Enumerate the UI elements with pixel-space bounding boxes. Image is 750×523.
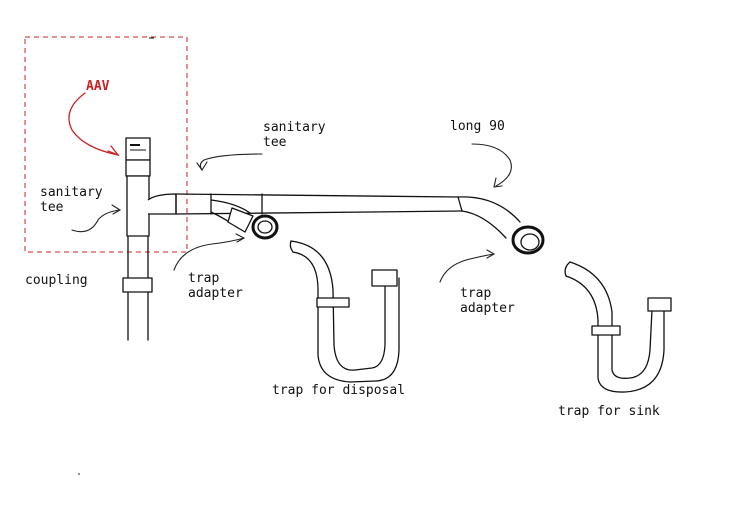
label-coupling: coupling	[25, 273, 88, 288]
aav-arrowhead	[107, 145, 120, 157]
long-90-arrow	[471, 143, 512, 187]
trap-adapter-left-arrowhead	[235, 233, 246, 243]
aav-highlight-box	[24, 36, 188, 253]
label-aav: AAV	[86, 79, 110, 94]
label-sanitary-tee-top-line2: tee	[263, 135, 287, 150]
label-trap-adapter-right-line1: trap	[460, 286, 491, 301]
label-sanitary-tee-left-line2: tee	[40, 200, 64, 215]
label-sanitary-tee-left-line1: sanitary	[40, 185, 103, 200]
horizontal-drain-pipe	[175, 193, 463, 215]
sanitary-tee-left-arrowhead	[111, 204, 122, 215]
trap-for-disposal	[289, 240, 400, 383]
label-trap-adapter-right-line2: adapter	[460, 301, 515, 316]
label-sanitary-tee-top-line1: sanitary	[263, 120, 326, 135]
label-trap-adapter-left-line1: trap	[188, 271, 219, 286]
trap-for-sink	[564, 261, 672, 393]
sanitary-tee-top-arrow	[199, 153, 263, 171]
trap-adapter-right	[511, 225, 545, 255]
label-trap-for-sink: trap for sink	[558, 404, 660, 419]
aav-arrow	[68, 92, 119, 156]
label-trap-adapter-left-line2: adapter	[188, 286, 243, 301]
label-long-90: long 90	[450, 119, 505, 134]
sanitary-tee-left-arrow	[71, 209, 121, 233]
trap-adapter-right-arrow	[439, 253, 495, 283]
sanitary-tee-top-arrowhead	[196, 161, 208, 171]
long-90-arrowhead	[493, 177, 503, 188]
stray-dot	[78, 473, 80, 475]
trap-adapter-right-arrowhead	[486, 249, 496, 259]
aav-valve	[125, 137, 151, 177]
coupling	[122, 277, 153, 293]
trap-adapter-left-arrow	[173, 237, 245, 271]
trap-adapter-left	[227, 207, 279, 240]
long-90-elbow	[457, 196, 521, 239]
sanitary-tee-left	[126, 175, 177, 237]
label-trap-for-disposal: trap for disposal	[272, 383, 405, 398]
